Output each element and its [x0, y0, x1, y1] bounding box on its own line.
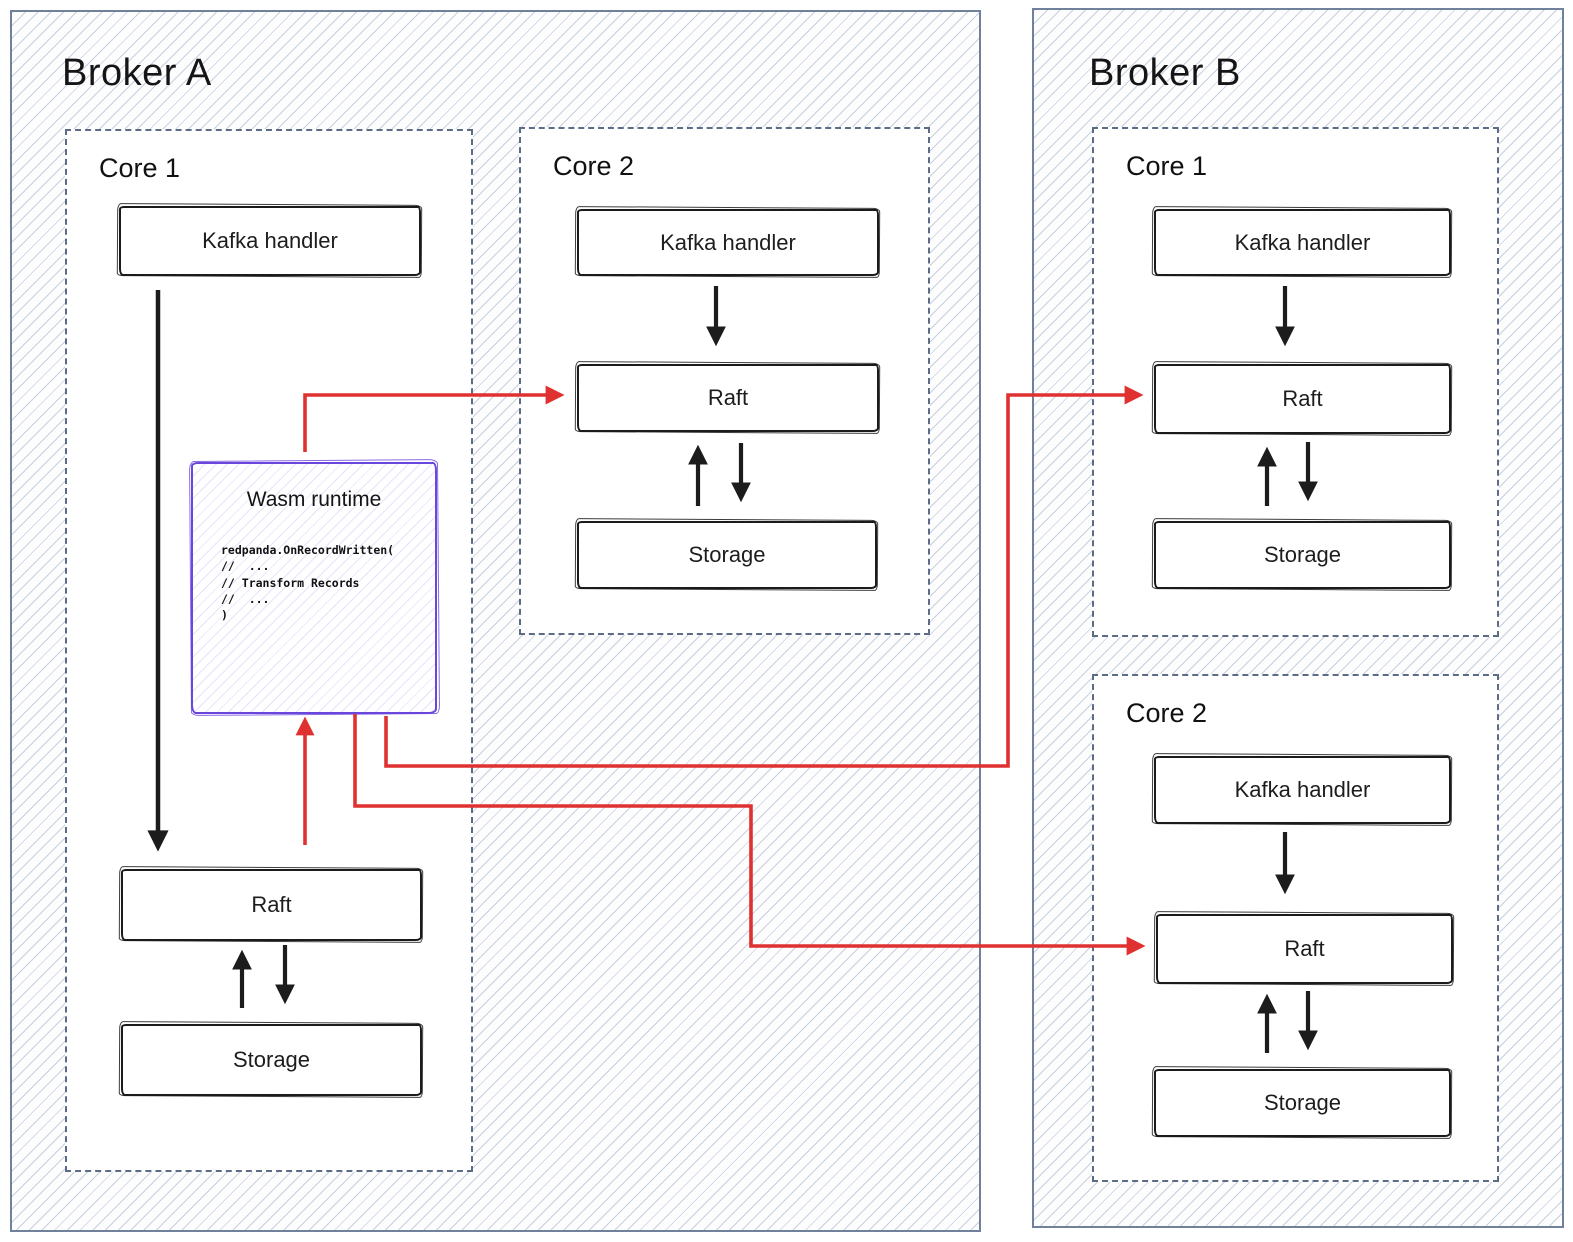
broker-a-core2-container: Core 2 Kafka handler Raft Storage [519, 127, 930, 635]
broker-a-core1-kafka-handler-box: Kafka handler [119, 206, 421, 276]
broker-b-core1-kafka-handler-box: Kafka handler [1154, 209, 1451, 276]
wasm-code-block: redpanda.OnRecordWritten( // ... // Tran… [221, 542, 435, 624]
broker-b-core1-storage-box: Storage [1154, 521, 1451, 589]
broker-a-container: Broker A Core 1 Kafka handler Wasm runti… [10, 10, 981, 1232]
broker-a-core1-raft-box: Raft [121, 869, 422, 941]
kafka-handler-label: Kafka handler [660, 229, 796, 255]
broker-b-core2-kafka-handler-box: Kafka handler [1154, 756, 1451, 824]
raft-label: Raft [1284, 936, 1325, 961]
wasm-runtime-title: Wasm runtime [246, 488, 382, 511]
broker-b-core2-raft-box: Raft [1156, 914, 1453, 984]
broker-b-container: Broker B Core 1 Kafka handler Raft Stora… [1032, 8, 1564, 1228]
broker-b-core2-container: Core 2 Kafka handler Raft Storage [1092, 674, 1499, 1182]
storage-label: Storage [1263, 542, 1342, 567]
broker-a-core1-container: Core 1 Kafka handler Wasm runtime redpan… [65, 129, 473, 1172]
broker-b-title: Broker B [1089, 52, 1241, 94]
storage-label: Storage [688, 542, 766, 567]
kafka-handler-label: Kafka handler [1234, 229, 1371, 255]
code-line: // ... [221, 559, 270, 574]
kafka-handler-label: Kafka handler [1234, 777, 1371, 802]
broker-a-core2-kafka-handler-box: Kafka handler [577, 209, 879, 276]
code-line: // Transform Records [221, 575, 360, 590]
code-line: ) [221, 608, 228, 623]
broker-a-core1-title: Core 1 [99, 153, 181, 183]
storage-label: Storage [232, 1047, 311, 1072]
storage-label: Storage [1263, 1090, 1342, 1115]
broker-b-core2-title: Core 2 [1126, 698, 1208, 728]
raft-label: Raft [707, 385, 749, 410]
wasm-runtime-box: Wasm runtime redpanda.OnRecordWritten( /… [191, 462, 437, 714]
broker-a-core2-raft-box: Raft [577, 364, 879, 432]
broker-a-core2-storage-box: Storage [577, 521, 877, 589]
broker-a-core2-title: Core 2 [553, 151, 635, 181]
broker-b-core1-title: Core 1 [1126, 151, 1208, 181]
code-line: redpanda.OnRecordWritten( [221, 543, 395, 557]
kafka-handler-label: Kafka handler [202, 228, 338, 253]
code-line: // ... [221, 591, 270, 606]
broker-a-core1-storage-box: Storage [121, 1024, 422, 1096]
raft-label: Raft [1282, 386, 1323, 411]
raft-label: Raft [251, 892, 292, 917]
broker-b-core2-storage-box: Storage [1154, 1069, 1451, 1137]
broker-b-core1-raft-box: Raft [1154, 364, 1451, 434]
broker-b-core1-container: Core 1 Kafka handler Raft Storage [1092, 127, 1499, 637]
broker-a-title: Broker A [62, 52, 212, 94]
